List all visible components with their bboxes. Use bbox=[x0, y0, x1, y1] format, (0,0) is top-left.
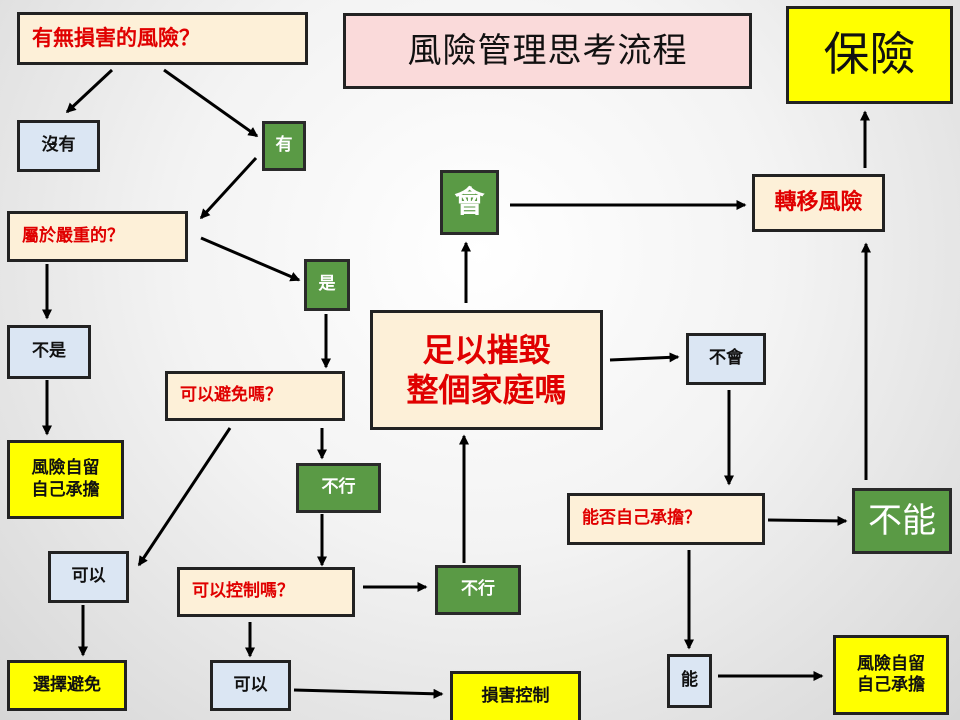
transfer-risk: 轉移風險 bbox=[752, 174, 885, 232]
answer-cannot-bear: 不能 bbox=[852, 488, 952, 554]
retain-2-line1: 風險自留 bbox=[857, 653, 925, 674]
insurance-outcome: 保險 bbox=[786, 6, 953, 104]
arrow-severe-to-is bbox=[200, 236, 301, 282]
question-severe: 屬於嚴重的？ bbox=[7, 211, 188, 262]
answer-has-loss: 有 bbox=[262, 121, 306, 171]
retain-1-line1: 風險自留 bbox=[31, 458, 100, 479]
ruin-line2: 整個家庭嗎 bbox=[406, 371, 567, 409]
ruin-line1: 足以摧毀 bbox=[422, 331, 551, 369]
answer-can-control: 可以 bbox=[210, 660, 291, 711]
answer-cannot-avoid: 不行 bbox=[296, 463, 381, 513]
question-loss-risk: 有無損害的風險？ bbox=[17, 12, 308, 65]
outcome-retain-risk-1: 風險自留 自己承擔 bbox=[7, 440, 124, 519]
arrow-selfbear-to-cannot bbox=[767, 515, 848, 526]
arrow-avoid-to-can bbox=[137, 427, 232, 567]
answer-can-avoid: 可以 bbox=[48, 551, 129, 603]
answer-wont-ruin: 不會 bbox=[686, 333, 766, 385]
arrow-yes-to-severe bbox=[199, 156, 258, 220]
arrow-risk-to-no bbox=[65, 68, 114, 114]
arrow-ruin-to-wont bbox=[609, 352, 680, 363]
question-avoid: 可以避免嗎？ bbox=[165, 371, 345, 421]
answer-is-severe: 是 bbox=[304, 259, 350, 311]
answer-cannot-control: 不行 bbox=[435, 565, 521, 615]
answer-no-loss: 沒有 bbox=[17, 120, 100, 172]
outcome-choose-avoid: 選擇避免 bbox=[7, 660, 127, 711]
arrow-can-to-losscontrol bbox=[293, 688, 444, 699]
question-control: 可以控制嗎？ bbox=[177, 567, 355, 617]
retain-1-line2: 自己承擔 bbox=[31, 479, 100, 500]
outcome-loss-control: 損害控制 bbox=[450, 671, 581, 720]
outcome-retain-risk-2: 風險自留 自己承擔 bbox=[833, 635, 949, 715]
answer-not-severe: 不是 bbox=[7, 325, 91, 379]
retain-2-line2: 自己承擔 bbox=[857, 675, 925, 695]
arrow-risk-to-yes bbox=[163, 68, 259, 138]
answer-will-ruin: 會 bbox=[440, 170, 499, 235]
page-title: 風險管理思考流程 bbox=[343, 13, 752, 89]
answer-can-bear: 能 bbox=[667, 654, 712, 708]
question-self-bear: 能否自己承擔？ bbox=[567, 493, 765, 545]
question-ruin-family: 足以摧毀 整個家庭嗎 bbox=[370, 310, 603, 430]
